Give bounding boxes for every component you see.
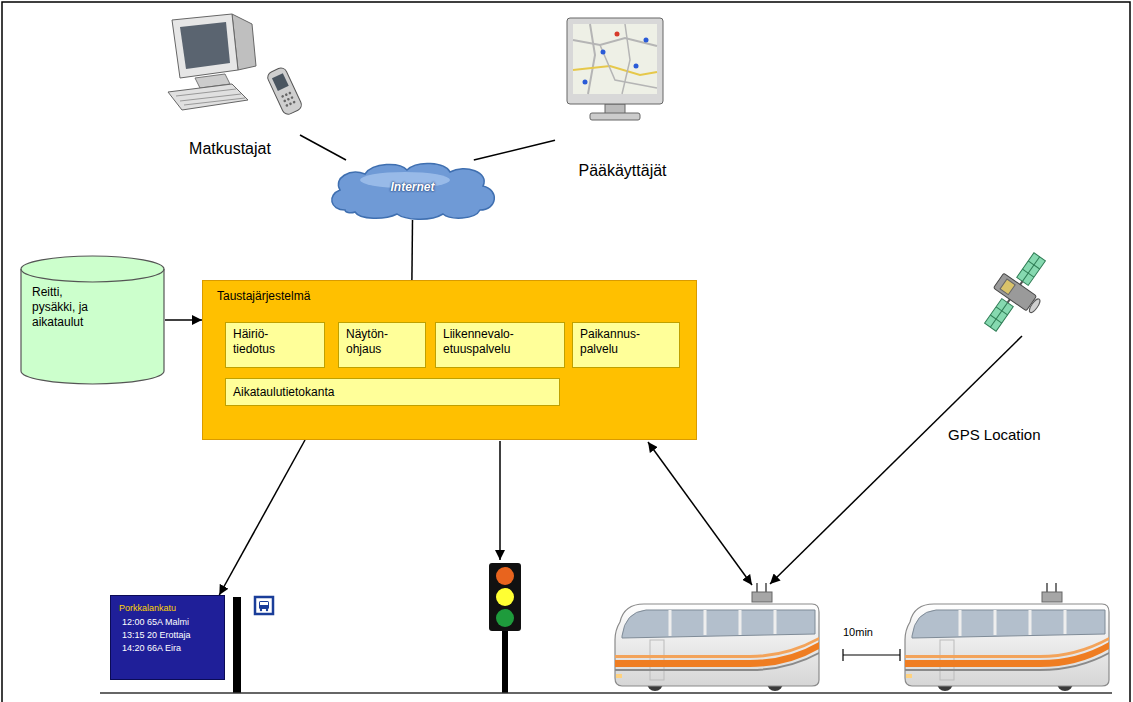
monitor-icon xyxy=(590,113,640,120)
node-title: Liikennevalo- etuuspalvelu xyxy=(443,327,533,357)
node-title: Pääkäyttäjät xyxy=(555,162,690,180)
phone-icon xyxy=(290,96,293,99)
interval-label: 10min xyxy=(843,626,873,638)
phone-icon xyxy=(292,100,295,103)
node-title: Häiriö- tiedotus xyxy=(233,327,298,357)
node-title: Porkkalankatu xyxy=(119,602,216,615)
service-box: Näytön- ohjaus xyxy=(338,322,426,368)
traffic-light xyxy=(496,609,514,627)
satellite xyxy=(993,273,1036,311)
phone-icon xyxy=(272,73,289,91)
traffic-light xyxy=(502,631,508,693)
headway-measure xyxy=(843,649,900,661)
traffic-light xyxy=(496,588,514,606)
internet-cloud: Internet xyxy=(325,160,500,220)
cylinder-shape xyxy=(21,269,164,282)
computer-icon xyxy=(168,84,248,110)
satellite xyxy=(1022,257,1039,282)
stop-display: Porkkalankatu12:00 65A Malmi13:15 20 Ero… xyxy=(110,595,225,680)
signal-arrow xyxy=(499,441,501,560)
bus-stop-icon xyxy=(260,609,262,611)
monitor-icon xyxy=(573,66,657,75)
monitor-icon xyxy=(634,64,639,69)
node-title: Paikannus- palvelu xyxy=(580,327,655,357)
phone-icon xyxy=(285,104,288,107)
monitor-icon xyxy=(573,38,657,46)
database-box: Aikataulutietokanta xyxy=(225,378,560,406)
bus xyxy=(905,583,1109,691)
system-box: TaustajärjestelmäHäiriö- tiedotus Näytön-… xyxy=(202,280,697,440)
cylinder-shape xyxy=(21,256,164,384)
bus-stop-icon xyxy=(255,597,273,614)
satellite xyxy=(990,303,1007,328)
bus-stop-icon xyxy=(260,602,268,605)
user-group: Pääkäyttäjät xyxy=(555,12,690,190)
stop-pole xyxy=(233,597,241,693)
monitor-icon xyxy=(573,24,657,94)
service-box: Liikennevalo- etuuspalvelu xyxy=(435,322,565,368)
monitor-icon xyxy=(567,18,663,104)
user-group: Matkustajat xyxy=(160,12,300,162)
bus xyxy=(615,583,819,691)
bus-stop-icon xyxy=(259,601,269,609)
node-title: Internet xyxy=(325,180,500,194)
computer-icon xyxy=(176,89,236,96)
connector xyxy=(411,220,413,280)
ground-line xyxy=(100,692,1112,694)
database-cylinder: Reitti, pysäkki, ja aikataulut xyxy=(20,255,165,385)
node-text: 13:15 20 Erottaja xyxy=(119,629,216,642)
headway-measure xyxy=(843,654,900,655)
node-text: 12:00 65A Malmi xyxy=(119,616,216,629)
phone-icon xyxy=(287,98,290,101)
traffic-light xyxy=(496,567,514,585)
phone-icon xyxy=(266,66,304,116)
computer-icon xyxy=(184,98,245,105)
traffic-light xyxy=(489,563,521,631)
node-title: Reitti, pysäkki, ja aikataulut xyxy=(32,285,100,330)
monitor-icon xyxy=(567,18,663,120)
monitor-icon xyxy=(644,38,649,43)
satellite xyxy=(985,299,1014,332)
computer-icon xyxy=(168,14,256,110)
headway-measure xyxy=(842,649,843,661)
connector xyxy=(300,135,346,160)
monitor-icon xyxy=(583,80,588,85)
phone-icon xyxy=(285,93,288,96)
phone-icon xyxy=(289,102,292,105)
gps-arrow xyxy=(770,336,1022,584)
connector xyxy=(474,140,555,160)
monitor-icon xyxy=(622,24,630,94)
phone-icon xyxy=(281,95,284,98)
traffic-light xyxy=(489,563,521,693)
node-title: Aikataulutietokanta xyxy=(233,385,552,399)
computer-icon xyxy=(180,22,230,69)
phone-icon xyxy=(283,99,286,102)
bus-stop-icon xyxy=(266,609,268,611)
satellite xyxy=(1028,297,1042,314)
service-box: Paikannus- palvelu xyxy=(572,322,680,368)
service-box: Häiriö- tiedotus xyxy=(225,322,325,368)
phone-icon xyxy=(288,91,291,94)
bus-link-arrow xyxy=(648,442,752,585)
node-title: Matkustajat xyxy=(160,140,300,158)
monitor-icon xyxy=(601,50,606,55)
connector xyxy=(219,440,305,595)
satellite xyxy=(1000,279,1015,295)
node-title: Näytön- ohjaus xyxy=(346,327,406,357)
bus-stop-icon xyxy=(255,597,273,614)
monitor-icon xyxy=(588,24,595,94)
headway-measure xyxy=(899,649,900,661)
satellite xyxy=(974,245,1062,342)
monitor-icon xyxy=(615,32,620,37)
satellite xyxy=(1017,253,1046,286)
node-text: 14:20 66A Eira xyxy=(119,642,216,655)
phone-icon xyxy=(266,66,304,116)
node-title: Taustajärjestelmä xyxy=(217,289,682,303)
monitor-icon xyxy=(600,45,657,88)
computer-icon xyxy=(172,14,238,78)
signal-label: GPS Location xyxy=(948,426,1041,443)
connector xyxy=(165,319,202,321)
